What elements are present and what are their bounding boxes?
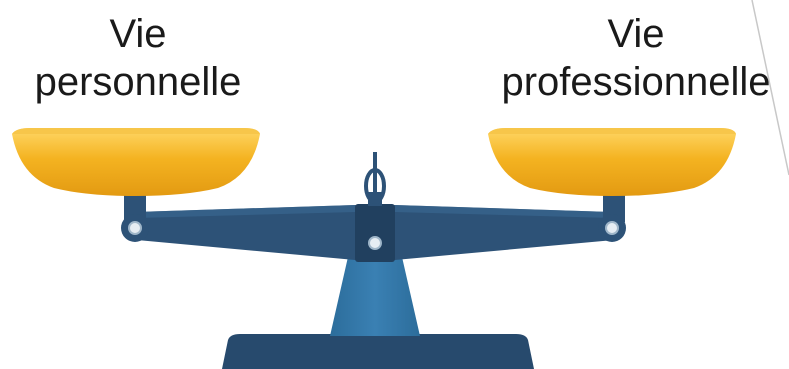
scale-right-pan [488,128,736,196]
scale-center-pin [369,237,381,249]
scale-left-pin [129,222,141,234]
scale-right-pin [606,222,618,234]
scale-left-pan [12,128,260,196]
scale-hub [355,204,395,262]
scale-base [222,334,534,369]
